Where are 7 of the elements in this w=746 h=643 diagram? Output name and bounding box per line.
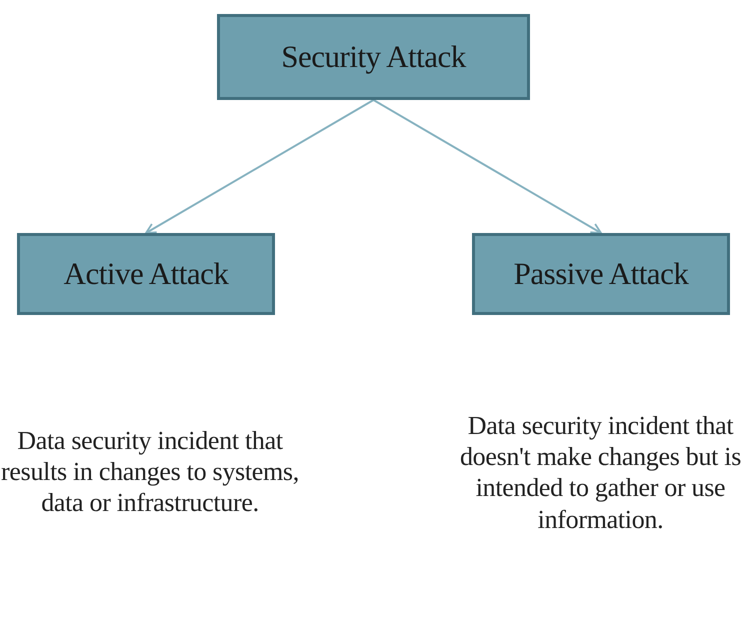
arrow xyxy=(373,99,602,234)
arrow xyxy=(145,99,374,234)
category-box: Active Attack xyxy=(17,233,275,315)
category-box: Security Attack xyxy=(217,14,530,100)
description-text: Data security incident that doesn't make changes but is intended to gather or use information. xyxy=(458,410,742,535)
description-text: Data security incident that results in changes to systems, data or infrastructure. xyxy=(0,425,300,519)
category-box: Passive Attack xyxy=(472,233,730,315)
